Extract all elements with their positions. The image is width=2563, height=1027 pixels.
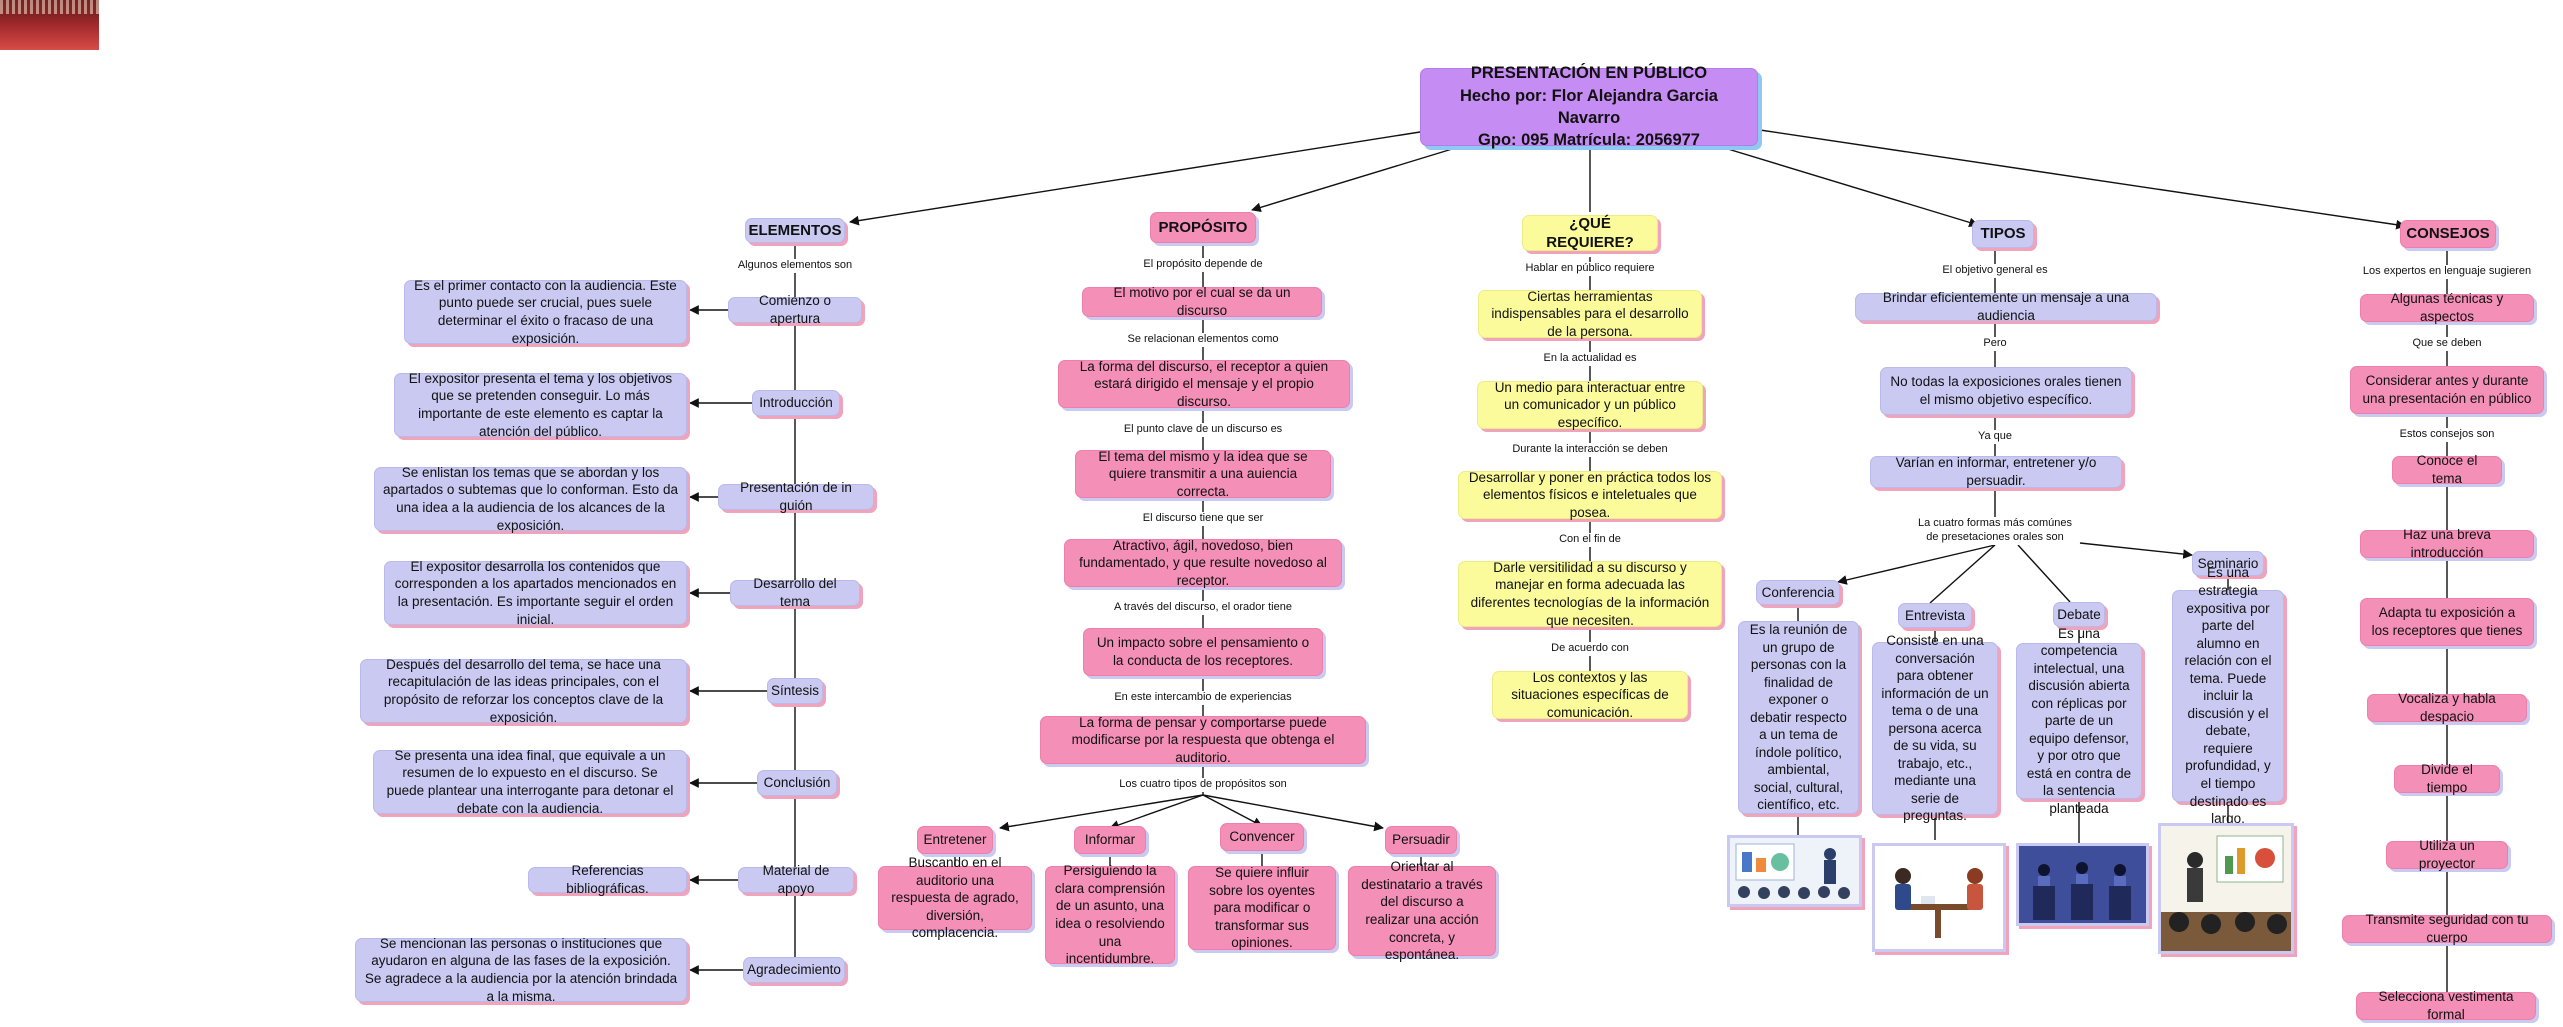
elem-label-introduccion: Introducción [752, 390, 840, 416]
cons-conn-1: Los expertos en lenguaje sugieren [2360, 265, 2534, 279]
seminar-illustration [2158, 823, 2294, 954]
form-desc-debate: Es una competencia intelectual, una disc… [2016, 626, 2142, 816]
tipos-conn-3: Ya que [1975, 430, 2015, 444]
req-conn-1: Hablar en público requiere [1523, 262, 1657, 276]
form-desc-seminario: Es una estrategia expositiva por parte d… [2172, 565, 2284, 826]
prop-conn-4: El discurso tiene que ser [1140, 512, 1266, 526]
form-label-debate: Debate [2053, 602, 2105, 627]
proposito-header: PROPÓSITO [1150, 212, 1256, 243]
cons-box-8: Utiliza un proyector [2386, 838, 2508, 871]
prop-desc-convencer: Se quiere influir sobre los oyentes para… [1188, 865, 1336, 950]
prop-types-connector: Los cuatro tipos de propósitos son [1117, 778, 1289, 792]
cons-box-2: Considerar antes y durante una presentac… [2350, 366, 2544, 414]
cons-box-5: Adapta tu exposición a los receptores qu… [2360, 598, 2534, 646]
prop-box-4: Atractivo, ágil, novedoso, bien fundamen… [1064, 538, 1342, 588]
prop-desc-persuadir: Orientar al destinatario a través del di… [1348, 859, 1496, 962]
elem-desc-sintesis: Después del desarrollo del tema, se hace… [360, 657, 687, 725]
form-desc-entrevista: Consiste en una conversación para obtene… [1872, 633, 1998, 823]
req-box-5: Los contextos y las situaciones específi… [1492, 670, 1688, 720]
prop-conn-1: El propósito depende de [1141, 258, 1265, 272]
elem-label-agradecimiento: Agradecimiento [743, 957, 845, 983]
root-title: PRESENTACIÓN EN PÚBLICO Hecho por: Flor … [1420, 64, 1758, 149]
form-label-entrevista: Entrevista [1898, 603, 1972, 628]
prop-desc-informar: Persiguiendo la clara comprensión de un … [1045, 863, 1175, 966]
req-conn-2: En la actualidad es [1541, 352, 1639, 366]
prop-box-5: Un impacto sobre el pensamiento o la con… [1083, 628, 1323, 676]
cons-box-7: Divide el tiempo [2394, 762, 2500, 795]
req-conn-5: De acuerdo con [1549, 642, 1631, 656]
prop-type-persuadir: Persuadir [1385, 826, 1457, 854]
elementos-header: ELEMENTOS [745, 218, 845, 243]
tipos-forms-connector-line1: La cuatro formas más comúnes [1917, 517, 2073, 529]
tipos-box-1: Brindar eficientemente un mensaje a una … [1855, 290, 2157, 323]
elem-desc-introduccion: El expositor presenta el tema y los obje… [394, 371, 687, 439]
consejos-header: CONSEJOS [2400, 220, 2496, 248]
elem-label-comienzo: Comienzo o apertura [728, 293, 862, 326]
prop-conn-5: A través del discurso, el orador tiene [1112, 601, 1294, 615]
form-label-seminario: Seminario [2192, 551, 2264, 576]
elem-label-conclusion: Conclusión [757, 770, 837, 796]
prop-conn-6: En este intercambio de experiencias [1112, 691, 1294, 705]
elem-desc-conclusion: Se presenta una idea final, que equivale… [373, 748, 687, 816]
elem-desc-comienzo: Es el primer contacto con la audiencia. … [404, 278, 687, 346]
prop-box-2: La forma del discurso, el receptor a qui… [1058, 359, 1350, 409]
prop-desc-entretener: Buscando en el auditorio una respuesta d… [878, 855, 1032, 940]
form-desc-conferencia: Es la reunión de un grupo de personas co… [1738, 621, 1859, 814]
req-box-1: Ciertas herramientas indispensables para… [1478, 289, 1702, 339]
elem-desc-agradecimiento: Se mencionan las personas o institucione… [355, 936, 687, 1004]
cons-box-3: Conoce el tema [2392, 453, 2502, 486]
cons-conn-3: Estos consejos son [2397, 428, 2497, 442]
elem-label-material: Material de apoyo [738, 863, 854, 896]
tipos-forms-connector: La cuatro formas más comúnes de presetac… [1915, 517, 2075, 545]
req-conn-3: Durante la interacción se deben [1510, 443, 1670, 457]
cons-box-9: Transmite seguridad con tu cuerpo [2342, 912, 2552, 945]
elem-desc-desarrollo: El expositor desarrolla los contenidos q… [384, 559, 687, 627]
form-label-conferencia: Conferencia [1756, 580, 1840, 605]
tipos-conn-2: Pero [1981, 337, 2009, 351]
requiere-header: ¿QUÉ REQUIERE? [1522, 215, 1658, 251]
req-box-4: Darle versitilidad a su discurso y manej… [1458, 560, 1722, 628]
elem-desc-guion: Se enlistan los temas que se abordan y l… [374, 465, 687, 533]
elementos-connector: Algunos elementos son [735, 259, 855, 273]
interview-illustration [1872, 843, 2006, 952]
cons-box-6: Vocaliza y habla despacio [2367, 691, 2527, 724]
cons-box-10: Selecciona vestimenta formal [2356, 989, 2536, 1022]
tipos-conn-1: El objetivo general es [1940, 264, 2050, 278]
auditorium-photo [0, 0, 99, 50]
prop-type-entretener: Entretener [917, 826, 993, 854]
tipos-header: TIPOS [1972, 220, 2034, 248]
prop-conn-2: Se relacionan elementos como [1125, 333, 1281, 347]
prop-conn-3: El punto clave de un discurso es [1121, 423, 1285, 437]
title-line-2: Hecho por: Flor Alejandra Garcia Navarro [1460, 86, 1718, 127]
elem-label-desarrollo: Desarrollo del tema [730, 576, 860, 609]
elem-label-sintesis: Síntesis [767, 678, 823, 704]
debate-illustration [2016, 843, 2149, 926]
req-box-2: Un medio para interactuar entre un comun… [1477, 380, 1703, 430]
req-box-3: Desarrollar y poner en práctica todos lo… [1458, 470, 1722, 520]
title-line-3: Gpo: 095 Matrícula: 2056977 [1478, 131, 1700, 150]
tipos-box-3: Varían en informar, entretener y/o persu… [1870, 455, 2122, 488]
title-line-1: PRESENTACIÓN EN PÚBLICO [1470, 64, 1708, 83]
prop-type-convencer: Convencer [1220, 823, 1304, 851]
prop-box-3: El tema del mismo y la idea que se quier… [1075, 449, 1331, 499]
cons-conn-2: Que se deben [2410, 337, 2484, 351]
prop-box-1: El motivo por el cual se da un discurso [1082, 285, 1322, 318]
prop-box-6: La forma de pensar y comportarse puede m… [1040, 715, 1366, 765]
conference-illustration [1727, 835, 1862, 907]
req-conn-4: Con el fin de [1557, 533, 1623, 547]
elem-label-guion: Presentación de in guión [718, 480, 874, 513]
tipos-box-2: No todas la exposiciones orales tienen e… [1880, 367, 2132, 415]
cons-box-4: Haz una breva introducción [2360, 527, 2534, 560]
prop-type-informar: Informar [1074, 826, 1146, 854]
tipos-forms-connector-line2: de presetaciones orales son [1926, 530, 2064, 543]
elem-desc-material: Referencias bibliográficas. [528, 863, 687, 896]
cons-box-1: Algunas técnicas y aspectos [2360, 291, 2534, 324]
